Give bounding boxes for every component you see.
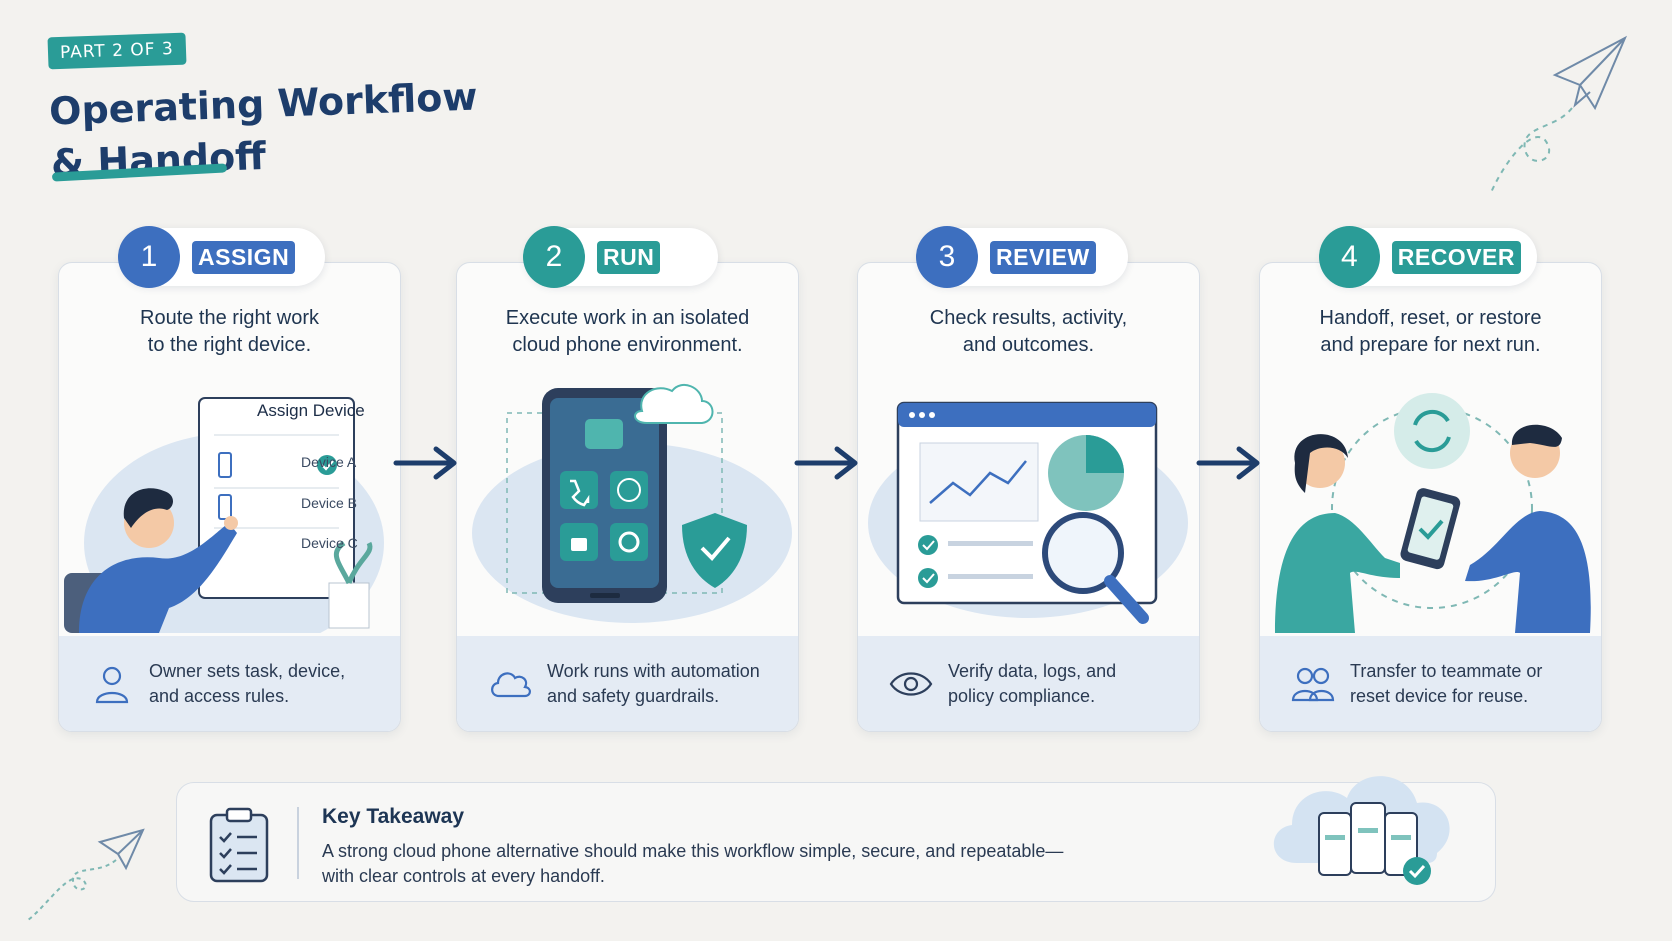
device-option-c[interactable]: Device C	[301, 535, 358, 551]
foot-line: and safety guardrails.	[547, 685, 720, 706]
device-option-b[interactable]: Device B	[301, 495, 358, 511]
desc-line: Check results, activity,	[929, 307, 1128, 329]
step-number: 3	[916, 226, 978, 288]
eye-icon	[889, 671, 933, 696]
desc-line: Route the right work	[140, 307, 319, 329]
step-footer: Work runs with automation and safety gua…	[457, 636, 798, 731]
step-card-run: Execute work in an isolated cloud phone …	[456, 262, 799, 732]
step-footer: Owner sets task, device, and access rule…	[59, 636, 400, 731]
arrow-right-icon	[1196, 446, 1260, 480]
desc-line: Execute work in an isolated	[505, 307, 750, 329]
step-description: Check results, activity, and outcomes.	[858, 305, 1199, 359]
foot-line: Verify data, logs, and	[948, 660, 1117, 681]
assign-panel-title: Assign Device	[257, 401, 365, 420]
step-number: 1	[118, 226, 180, 288]
desc-line: Handoff, reset, or restore	[1319, 307, 1542, 329]
desc-line: cloud phone environment.	[512, 334, 743, 356]
step-description: Handoff, reset, or restore and prepare f…	[1260, 305, 1601, 359]
desc-line: and prepare for next run.	[1320, 334, 1541, 356]
part-tag: PART 2 OF 3	[47, 32, 187, 70]
foot-line: Owner sets task, device,	[149, 660, 346, 681]
review-illustration	[868, 401, 1188, 624]
step-card-recover: Handoff, reset, or restore and prepare f…	[1259, 262, 1602, 732]
step-footer: Transfer to teammate or reset device for…	[1260, 636, 1601, 731]
paper-plane-small-icon	[27, 828, 145, 921]
foot-line: policy compliance.	[948, 685, 1096, 706]
paper-plane-icon	[1489, 35, 1628, 196]
arrow-right-icon	[393, 446, 457, 480]
cloud-icon	[491, 671, 531, 697]
step-badge-recover: 4 RECOVER	[1319, 226, 1537, 288]
person-icon	[95, 666, 129, 703]
takeaway-body: A strong cloud phone alternative should …	[322, 839, 1142, 889]
run-illustration	[472, 384, 792, 623]
step-footer: Verify data, logs, and policy compliance…	[858, 636, 1199, 731]
key-takeaway-box: Key Takeaway A strong cloud phone altern…	[176, 776, 1496, 902]
desc-line: to the right device.	[147, 334, 312, 356]
step-description: Route the right work to the right device…	[59, 305, 400, 359]
arrow-right-icon	[794, 446, 858, 480]
divider	[297, 807, 299, 879]
step-number: 2	[523, 226, 585, 288]
takeaway-title: Key Takeaway	[322, 805, 465, 828]
foot-line: and access rules.	[149, 685, 290, 706]
takeaway-line: A strong cloud phone alternative should …	[322, 841, 1064, 861]
people-icon	[1291, 667, 1335, 701]
step-badge-review: 3 REVIEW	[916, 226, 1128, 288]
step-label: RECOVER	[1391, 240, 1521, 274]
step-description: Execute work in an isolated cloud phone …	[457, 305, 798, 359]
clipboard-checklist-icon	[209, 807, 269, 883]
step-label: REVIEW	[990, 240, 1096, 274]
step-number: 4	[1319, 226, 1380, 288]
step-label: RUN	[597, 240, 661, 274]
step-badge-run: 2 RUN	[523, 226, 718, 288]
desc-line: and outcomes.	[962, 334, 1095, 356]
step-card-assign: Route the right work to the right device…	[58, 262, 401, 732]
recover-illustration	[1275, 393, 1591, 633]
foot-line: Work runs with automation	[547, 660, 760, 681]
step-label: ASSIGN	[192, 240, 296, 274]
foot-line: reset device for reuse.	[1350, 685, 1529, 706]
foot-line: Transfer to teammate or	[1350, 660, 1543, 681]
assign-illustration	[64, 397, 384, 633]
takeaway-line: with clear controls at every handoff.	[322, 866, 605, 886]
device-option-a[interactable]: Device A	[301, 454, 357, 470]
cloud-phones-icon	[1273, 776, 1450, 885]
step-badge-assign: 1 ASSIGN	[118, 226, 325, 288]
step-card-review: Check results, activity, and outcomes. V…	[857, 262, 1200, 732]
